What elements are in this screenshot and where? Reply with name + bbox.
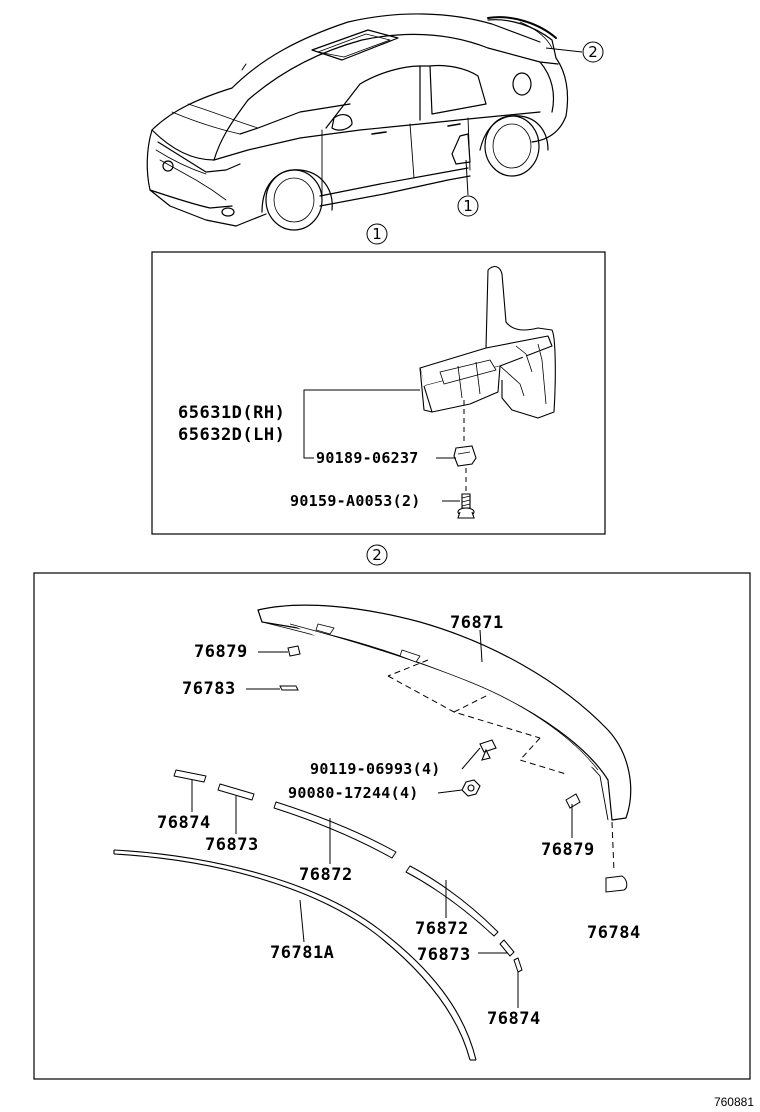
callout-1-car-label: 1 xyxy=(463,197,473,215)
bolt-icon xyxy=(479,739,497,761)
part-label-76873-left[interactable]: 76873 xyxy=(205,835,259,855)
nut-icon xyxy=(461,779,481,797)
part-label-76781a[interactable]: 76781A xyxy=(270,943,334,963)
cushion-right-icon xyxy=(565,793,581,809)
part-label-76873-right[interactable]: 76873 xyxy=(417,945,471,965)
mudguard-illustration xyxy=(419,265,556,419)
section-2-header-label: 2 xyxy=(372,546,382,564)
screw-icon xyxy=(457,493,475,519)
section-1-leaders xyxy=(303,389,460,502)
section-2-leaders xyxy=(191,629,573,1008)
section-1-frame xyxy=(151,251,606,535)
car-illustration xyxy=(146,13,569,231)
part-label-76872-left[interactable]: 76872 xyxy=(299,865,353,885)
part-label-65632d[interactable]: 65632D(LH) xyxy=(178,425,285,445)
part-label-90119[interactable]: 90119-06993(4) xyxy=(310,760,441,778)
part-label-76879-left[interactable]: 76879 xyxy=(194,642,248,662)
part-label-90080[interactable]: 90080-17244(4) xyxy=(288,784,419,802)
callout-1-car xyxy=(457,159,479,217)
part-label-76871[interactable]: 76871 xyxy=(450,613,504,633)
part-label-76784[interactable]: 76784 xyxy=(587,923,641,943)
part-label-76879-right[interactable]: 76879 xyxy=(541,840,595,860)
clip-icon xyxy=(453,445,477,467)
cushion-left-icon xyxy=(287,645,301,657)
figure-code: 760881 xyxy=(714,1095,754,1109)
part-label-76872-right[interactable]: 76872 xyxy=(415,919,469,939)
part-label-90159[interactable]: 90159-A0053(2) xyxy=(290,492,421,510)
part-label-76874-right[interactable]: 76874 xyxy=(487,1009,541,1029)
part-label-76874-left[interactable]: 76874 xyxy=(157,813,211,833)
section-1-header xyxy=(366,223,388,245)
pad-right-icon xyxy=(605,875,628,893)
section-2-frame xyxy=(33,572,751,1080)
section-1-header-label: 1 xyxy=(372,225,382,243)
section-2-header xyxy=(366,544,388,566)
weatherstrip-illustration xyxy=(113,849,477,1061)
callout-2-car xyxy=(545,41,604,63)
part-label-76783[interactable]: 76783 xyxy=(182,679,236,699)
part-label-65631d[interactable]: 65631D(RH) xyxy=(178,403,285,423)
part-label-90189[interactable]: 90189-06237 xyxy=(316,449,419,467)
mouldings-illustration xyxy=(173,769,523,973)
spoiler-mount-dashes xyxy=(387,659,615,873)
pad-left-icon xyxy=(279,685,299,691)
rear-spoiler-illustration xyxy=(257,604,632,821)
callout-2-car-label: 2 xyxy=(588,43,598,61)
